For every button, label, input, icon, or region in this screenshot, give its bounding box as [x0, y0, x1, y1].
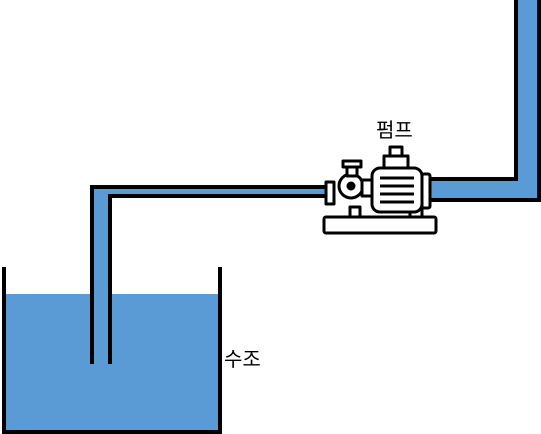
- pump-icon: [322, 145, 438, 235]
- tank-label: 수조: [224, 347, 261, 371]
- motor-body: [370, 166, 424, 214]
- motor-end-cap: [420, 172, 432, 210]
- pump-label: 펌프: [376, 118, 413, 142]
- motor-terminal-cap: [388, 145, 404, 158]
- pump-outlet-flange: [341, 159, 363, 169]
- suction-pipe-outer-edge: [90, 185, 332, 364]
- discharge-pipe-inner-edge: [430, 0, 518, 181]
- suction-pipe: [90, 185, 332, 364]
- pump-volute-center: [346, 181, 356, 191]
- suction-pipe-inner-edge: [108, 194, 332, 364]
- pump-foot-left: [348, 205, 362, 219]
- motor-terminal-box: [382, 154, 410, 170]
- discharge-pipe-fill: [430, 0, 540, 200]
- pump-inlet-flange: [324, 180, 336, 206]
- pump-base-plate: [322, 215, 438, 235]
- discharge-pipe: [430, 0, 541, 202]
- discharge-pipe-outer-edge: [430, 0, 541, 202]
- tank-walls: [2, 267, 222, 434]
